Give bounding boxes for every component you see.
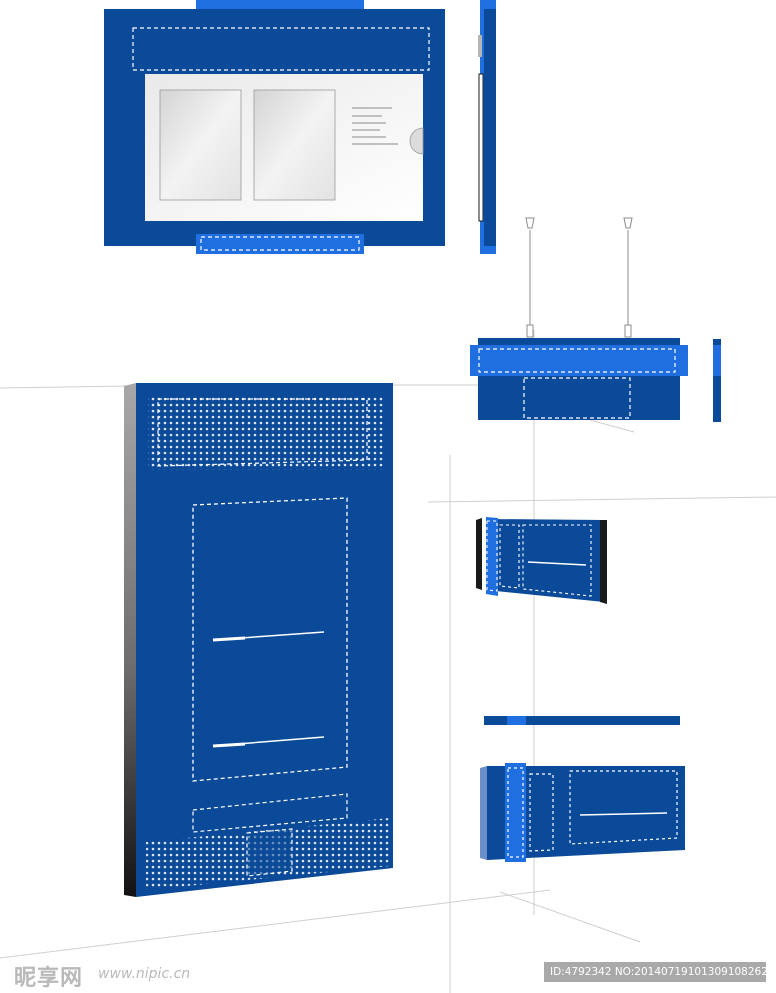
watermark-url: www.nipic.cn [98,966,191,982]
standing-sign [124,383,393,897]
wall-sign-perspective-lower [480,763,685,862]
side-elevation-board [478,0,496,254]
top-view-strip [484,716,680,725]
watermark-logo: 昵享网 [14,966,84,991]
wall-sign-perspective-upper [476,517,607,604]
front-elevation-board [104,0,445,254]
hanging-sign [470,217,721,422]
image-id-bar: ID:4792342 NO:20140719101309108262 [544,962,766,982]
